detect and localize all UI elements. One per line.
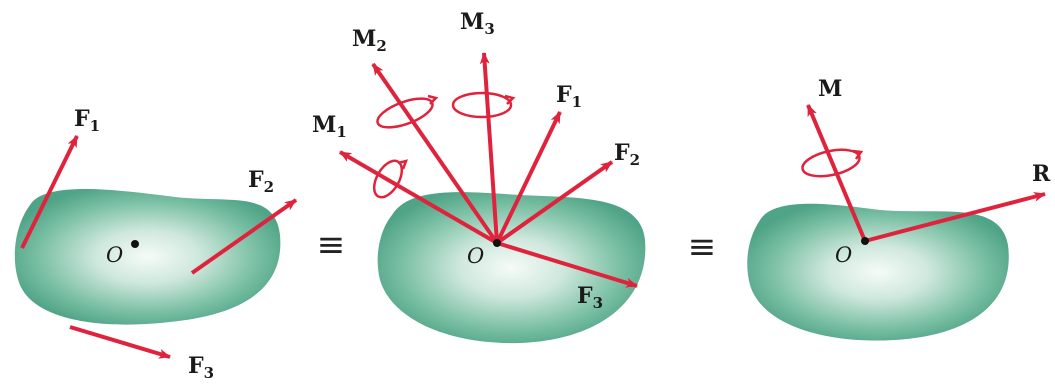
label-f1-middle: F1 [556, 82, 582, 111]
rigid-body-right [747, 203, 1009, 341]
moment-curl-m1 [372, 159, 409, 199]
moment-arrow-m3 [479, 52, 499, 244]
origin-point-right [861, 237, 869, 245]
label-r: R [1032, 161, 1051, 187]
origin-label-left: O [106, 243, 123, 267]
force-arrow-f2 [190, 198, 298, 275]
origin-label-right: O [835, 243, 852, 267]
force-arrow-f2-middle [495, 160, 614, 245]
origin-label-middle: O [467, 244, 484, 268]
label-m: M [818, 76, 842, 102]
moment-arrow-m2 [371, 62, 499, 245]
label-m3: M3 [460, 9, 495, 38]
moment-arrow-m1 [338, 150, 499, 245]
moment-curl-m2 [376, 94, 439, 129]
origin-point-middle [493, 239, 501, 247]
moment-curl-m [801, 148, 864, 178]
equivalence-symbol-2: ≡ [688, 227, 717, 267]
label-f2-left: F2 [248, 167, 274, 196]
label-m2: M2 [352, 26, 387, 55]
label-f3-middle: F3 [577, 283, 603, 312]
label-f2-middle: F2 [614, 140, 640, 169]
force-arrow-f1-middle [495, 111, 562, 244]
origin-point-left [131, 240, 139, 248]
rigid-body-left [14, 188, 281, 325]
force-arrow-f3 [69, 325, 171, 359]
middle-panel: O M1 M2 M3 F1 F2 F3 [312, 9, 646, 344]
left-panel: O F1 F2 F3 [14, 106, 298, 382]
label-m1: M1 [312, 112, 347, 141]
force-arrow-f3-middle [496, 241, 638, 288]
resultant-arrow-r [864, 191, 1046, 243]
force-arrow-f1 [20, 135, 79, 249]
equivalence-symbol-1: ≡ [317, 225, 346, 265]
right-panel: O M R [747, 76, 1051, 341]
moment-curl-m3 [451, 91, 516, 119]
label-f1-left: F1 [74, 106, 100, 135]
label-f3-left: F3 [188, 353, 214, 382]
rigid-body-middle [377, 192, 646, 344]
